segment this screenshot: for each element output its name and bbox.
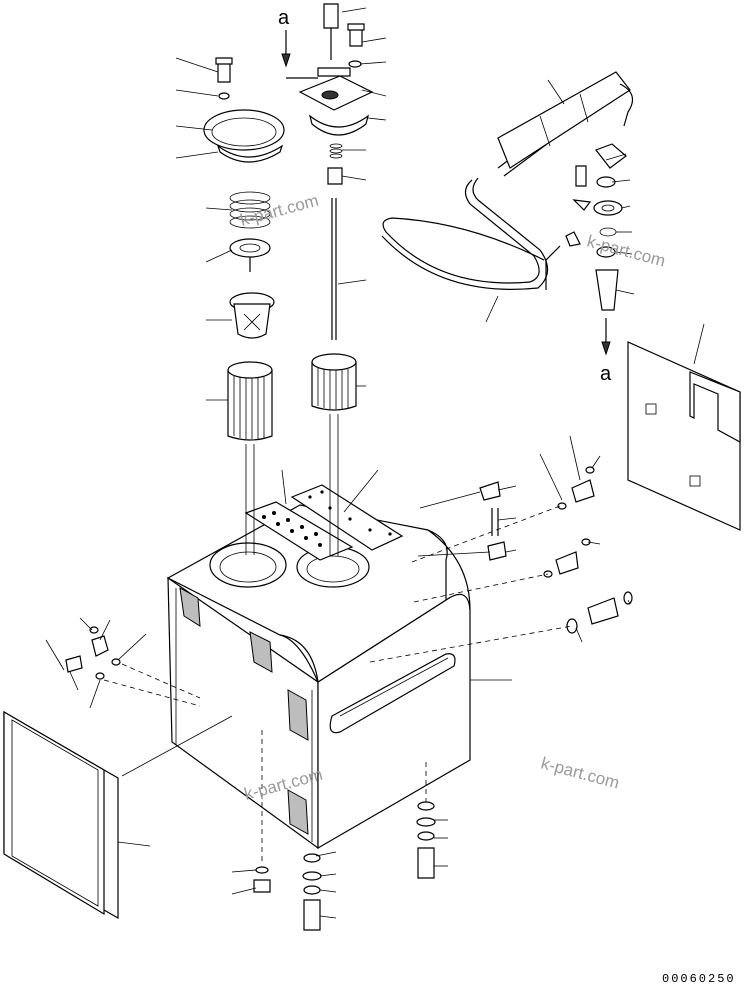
view-marker-bottom: a [600,318,612,385]
side-cover-panel [3,710,119,920]
view-marker-label-top: a [278,7,290,29]
hydraulic-tank [166,484,471,850]
mounting-hardware [253,730,436,931]
leader-lines [45,7,705,919]
watermark-2: k-part.com [585,232,667,271]
drawing-number: 00060250 [662,972,736,986]
right-fittings [369,466,633,663]
side-plate [627,341,741,531]
filter-column-center [298,3,374,556]
watermark-4: k-part.com [539,754,621,793]
left-fittings [65,626,201,707]
watermark-1: k-part.com [238,191,320,230]
view-marker-label-bottom: a [600,363,612,385]
filter-column-left [203,57,285,555]
breather-pipe-assembly [381,71,634,311]
view-marker-top: a [278,7,318,79]
